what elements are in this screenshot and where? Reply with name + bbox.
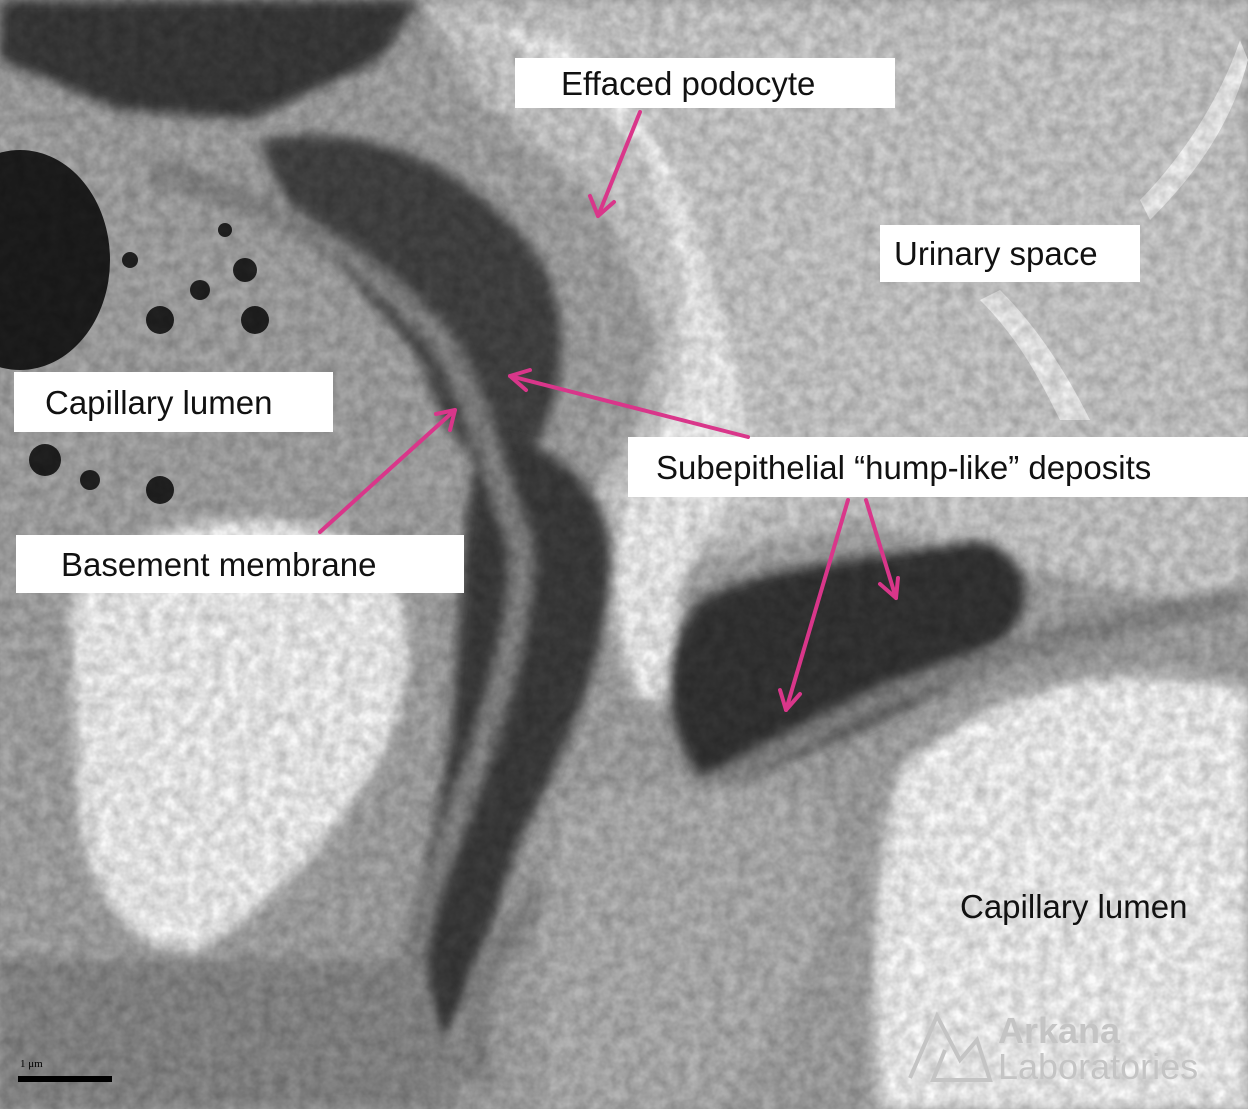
arkana-watermark-logo: Arkana Laboratories	[905, 1010, 1225, 1090]
label-capillary-lumen-left: Capillary lumen	[14, 372, 333, 432]
label-text: Urinary space	[894, 235, 1098, 272]
watermark-line1: Arkana	[998, 1010, 1121, 1051]
label-basement-membrane: Basement membrane	[16, 535, 464, 593]
label-capillary-lumen-right: Capillary lumen	[960, 888, 1187, 926]
label-text: Subepithelial “hump-like” deposits	[656, 448, 1152, 486]
label-subepithelial-deposits: Subepithelial “hump-like” deposits	[628, 437, 1248, 497]
label-text: Basement membrane	[61, 545, 377, 583]
scale-bar	[18, 1076, 112, 1082]
watermark-line2: Laboratories	[998, 1046, 1199, 1087]
label-text: Capillary lumen	[960, 888, 1188, 925]
label-urinary-space: Urinary space	[880, 225, 1140, 282]
scale-bar-label: 1 μm	[20, 1058, 43, 1070]
label-text: Effaced podocyte	[561, 64, 816, 102]
label-text: Capillary lumen	[45, 383, 273, 421]
label-effaced-podocyte: Effaced podocyte	[515, 58, 895, 108]
arkana-logo-icon	[908, 1011, 993, 1082]
